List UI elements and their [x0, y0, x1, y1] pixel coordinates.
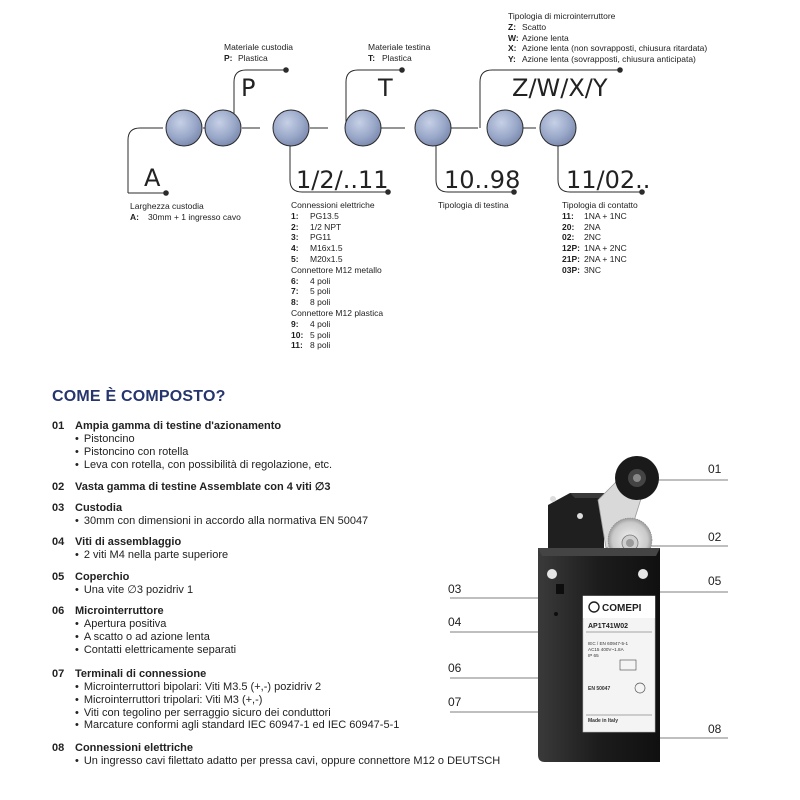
product-brand: COMEPI — [602, 603, 642, 614]
ball-6 — [486, 109, 524, 147]
ball-5 — [414, 109, 452, 147]
callout-05: 05 — [708, 574, 722, 588]
ball-7 — [539, 109, 577, 147]
callout-02: 02 — [708, 530, 722, 544]
callout-03: 03 — [448, 582, 462, 596]
code-diagram — [127, 67, 645, 196]
code-position-balls — [165, 109, 577, 147]
product-model: AP1T41W02 — [588, 623, 628, 630]
ball-2 — [204, 109, 242, 147]
code-letter-contact: 11/02.. — [566, 166, 651, 194]
code-letter-t: T — [378, 74, 393, 102]
label-tipologia-contatto: Tipologia di contatto 11:1NA + 1NC 20:2N… — [562, 200, 638, 275]
code-letter-microswitch: Z/W/X/Y — [512, 74, 608, 102]
product-illustration: COMEPI AP1T41W02 IEC / EN 60947-5-1 AC15… — [450, 456, 728, 762]
connector-dot — [283, 67, 289, 73]
product-label-line-5: Made in Italy — [588, 718, 618, 724]
callout-06: 06 — [448, 661, 462, 675]
callout-07: 07 — [448, 695, 462, 709]
callout-04: 04 — [448, 615, 462, 629]
code-letter-a: A — [144, 164, 161, 192]
ball-3 — [272, 109, 310, 147]
code-letter-connection: 1/2/..11 — [296, 166, 389, 194]
product-label-line-4: EN 50047 — [588, 686, 610, 692]
label-microinterruttore: Tipologia di microinterruttore Z:Scatto … — [508, 11, 708, 65]
label-materiale-custodia: Materiale custodia P:Plastica — [224, 42, 293, 63]
label-materiale-testina: Materiale testina T:Plastica — [368, 42, 431, 63]
callout-08: 08 — [708, 722, 722, 736]
label-tipologia-testina: Tipologia di testina — [438, 200, 509, 210]
code-letter-p: P — [241, 74, 256, 102]
ball-4 — [344, 109, 382, 147]
section-title: COME È COMPOSTO? — [52, 388, 226, 405]
label-connessioni-elettriche: Connessioni elettriche 1:PG13.5 2:1/2 NP… — [291, 200, 384, 351]
code-letter-head: 10..98 — [444, 166, 521, 194]
callout-01: 01 — [708, 462, 722, 476]
product-label-line-1: IEC / EN 60947-5-1 — [588, 641, 629, 646]
product-label-line-3: IP 65 — [588, 653, 599, 658]
label-larghezza-custodia: Larghezza custodia A:30mm + 1 ingresso c… — [130, 201, 241, 222]
product-label-line-2: AC15 400V~1.8A — [588, 647, 625, 652]
ball-1 — [165, 109, 203, 147]
